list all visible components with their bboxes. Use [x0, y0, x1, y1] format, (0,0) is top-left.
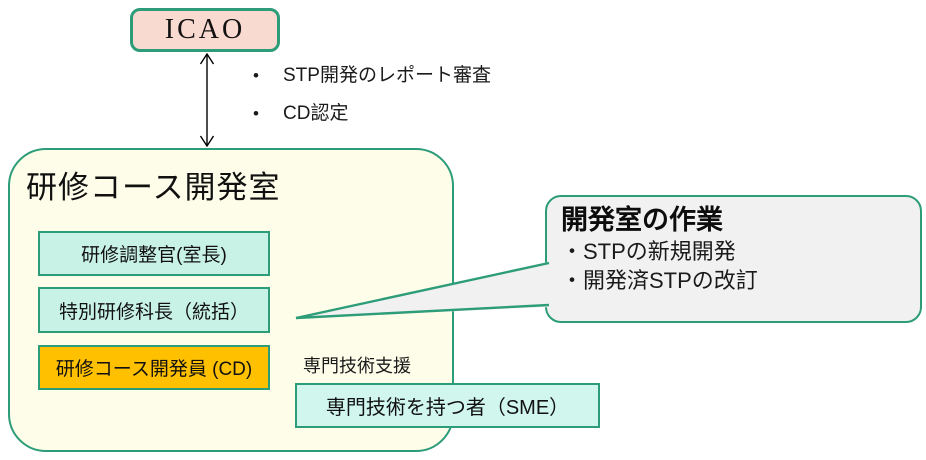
list-item: • CD認定 — [253, 98, 491, 125]
sme-label: 専門技術を持つ者（SME） — [325, 397, 570, 419]
role-box-course-developer-cd: 研修コース開発員 (CD) — [38, 345, 270, 390]
dev-office-tasks-callout: 開発室の作業 ・STPの新規開発 ・開発済STPの改訂 — [545, 195, 922, 323]
callout-item: ・開発済STPの改訂 — [561, 267, 758, 293]
training-course-dev-office-title: 研修コース開発室 — [26, 170, 281, 205]
callout-item: ・STPの新規開発 — [561, 239, 736, 265]
bullet-icon: • — [253, 104, 259, 123]
icao-bullet-list: • STP開発のレポート審査 • CD認定 — [253, 60, 491, 136]
icao-box: ICAO — [130, 8, 280, 52]
role-label: 研修調整官(室長) — [81, 245, 227, 266]
technical-support-label: 専門技術支援 — [303, 356, 411, 376]
list-item: • STP開発のレポート審査 — [253, 60, 491, 87]
bullet-icon: • — [253, 66, 259, 85]
role-label: 特別研修科長（統括） — [58, 301, 249, 323]
double-arrow — [199, 52, 215, 148]
bullet-text: CD認定 — [283, 103, 349, 124]
role-box-training-coordinator: 研修調整官(室長) — [38, 231, 270, 276]
role-label: 研修コース開発員 (CD) — [55, 359, 253, 380]
role-box-special-training-chief: 特別研修科長（統括） — [38, 287, 270, 333]
bullet-text: STP開発のレポート審査 — [283, 65, 491, 86]
callout-title: 開発室の作業 — [561, 205, 723, 235]
icao-label: ICAO — [164, 14, 246, 45]
sme-box: 専門技術を持つ者（SME） — [295, 383, 600, 428]
